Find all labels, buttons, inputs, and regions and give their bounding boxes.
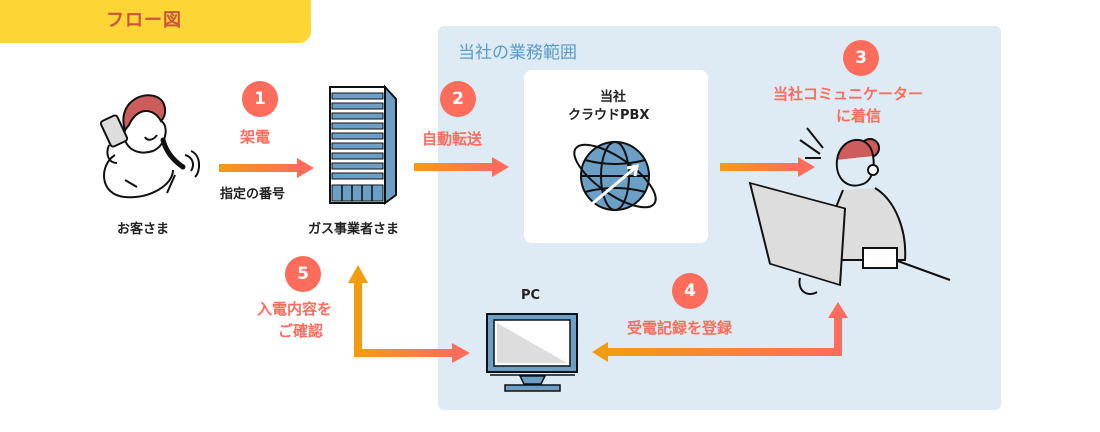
step-5-label-line2: ご確認 xyxy=(278,322,324,340)
customer-label: お客さま xyxy=(117,222,170,237)
step-2-label: 自動転送 xyxy=(422,130,483,148)
arrow-gas-company-to-pbx xyxy=(414,157,509,177)
step-4-label: 受電記録を登録 xyxy=(627,319,733,337)
arrow-customer-to-gas-company xyxy=(219,158,314,178)
arrow-communicator-to-pc xyxy=(592,302,848,362)
office-building-icon xyxy=(329,84,397,205)
arrow-pc-to-gas-company xyxy=(348,265,470,363)
operator-with-headset-icon xyxy=(748,127,951,296)
monitor-icon xyxy=(486,313,578,392)
person-on-phone-icon xyxy=(99,94,201,199)
arrow-pbx-to-communicator xyxy=(720,157,815,177)
step-1-badge: 1 xyxy=(242,81,278,117)
scope-title: 当社の業務範囲 xyxy=(458,43,577,63)
gas-company-label: ガス事業者さま xyxy=(308,222,400,237)
step-3-badge: 3 xyxy=(843,40,879,76)
step-1-label: 架電 xyxy=(240,128,271,146)
pc-label: PC xyxy=(521,288,541,303)
step-2-badge: 2 xyxy=(440,81,476,117)
page-title: フロー図 xyxy=(106,10,182,31)
step-3-label-line1: 当社コミュニケーター xyxy=(773,85,924,103)
pbx-label-line2: クラウドPBX xyxy=(568,108,650,123)
step-3-label-line2: に着信 xyxy=(836,107,882,125)
step-5-badge: 5 xyxy=(285,256,321,292)
header-tab xyxy=(0,0,311,43)
step-1-sublabel: 指定の番号 xyxy=(220,187,286,202)
globe-network-icon xyxy=(573,141,657,211)
step-4-badge: 4 xyxy=(672,273,708,309)
pbx-label-line1: 当社 xyxy=(600,90,627,105)
step-5-label-line1: 入電内容を xyxy=(257,300,333,318)
